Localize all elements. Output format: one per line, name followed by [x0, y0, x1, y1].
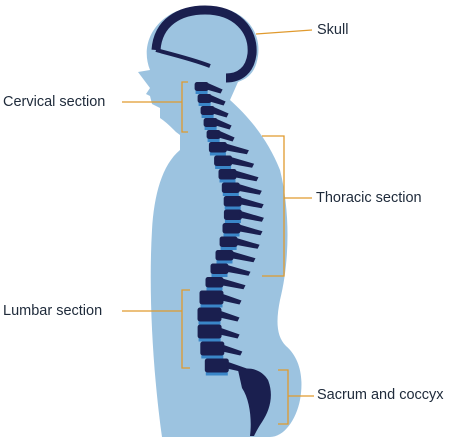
intervertebral-disc [195, 90, 208, 94]
body-silhouette [138, 5, 302, 437]
spinous-process [226, 264, 251, 276]
vertebra [214, 155, 233, 166]
vertebra [197, 94, 212, 103]
sacrum-bracket [278, 369, 289, 425]
spinous-process [230, 156, 255, 168]
vertebra [200, 341, 225, 356]
intervertebral-disc [209, 151, 226, 156]
thoracic-section-label: Thoracic section [316, 190, 422, 206]
intervertebral-disc [224, 205, 241, 210]
leader-lines [122, 29, 314, 425]
intervertebral-disc [201, 354, 224, 359]
vertebra [197, 307, 222, 322]
spinous-process [218, 130, 235, 142]
spinous-process [234, 170, 259, 182]
spinous-process [235, 237, 260, 249]
lumbar-bracket [181, 289, 190, 369]
skull-outline [151, 5, 257, 83]
spinal-column [194, 82, 242, 376]
spinous-process [215, 118, 232, 130]
spinous-process [224, 143, 249, 155]
vertebra [218, 169, 237, 180]
spinous-process [239, 197, 264, 209]
intervertebral-disc [222, 192, 239, 196]
spinous-process [219, 310, 240, 322]
vertebra [215, 250, 234, 261]
intervertebral-disc [198, 102, 211, 106]
vertebra [204, 358, 229, 373]
intervertebral-disc [219, 178, 236, 183]
intervertebral-disc [220, 246, 237, 250]
skull-base [155, 48, 211, 68]
vertebra [223, 196, 242, 207]
spinous-process [221, 278, 246, 290]
vertebra [206, 130, 221, 139]
thoracic-bracket [262, 135, 285, 277]
vertebra [221, 182, 240, 193]
spinous-process [238, 224, 263, 236]
intervertebral-disc [206, 286, 223, 291]
vertebra [219, 236, 238, 247]
intervertebral-disc [200, 303, 223, 308]
intervertebral-disc [207, 138, 220, 142]
vertebra [197, 324, 222, 339]
skull-label: Skull [317, 22, 349, 38]
vertebra [210, 263, 229, 274]
skull-leader [255, 29, 313, 35]
intervertebral-disc [201, 114, 214, 118]
vertebra [222, 223, 241, 234]
intervertebral-disc [205, 371, 228, 376]
lumbar-section-label: Lumbar section [3, 303, 103, 319]
spinous-process [231, 251, 256, 263]
intervertebral-disc [216, 259, 233, 264]
sacrum [238, 368, 271, 436]
spinous-process [222, 344, 243, 356]
spinous-processes [206, 82, 264, 373]
vertebra [199, 290, 224, 305]
intervertebral-disc [215, 165, 232, 169]
sacrum-and-coccyx-label: Sacrum and coccyx [317, 387, 444, 403]
vertebra [223, 209, 242, 220]
intervertebral-disc [224, 219, 241, 223]
vertebra [205, 277, 224, 288]
cervical-section-label: Cervical section [3, 94, 106, 110]
vertebra [194, 82, 209, 91]
spinous-process [221, 293, 242, 305]
intervertebral-disc [223, 232, 240, 237]
intervertebral-disc [204, 126, 217, 130]
vertebra [208, 142, 227, 153]
spinous-process [239, 210, 264, 222]
spinous-process [212, 106, 229, 118]
vertebra [200, 106, 215, 115]
spinous-process [209, 94, 226, 106]
spinous-process [219, 327, 240, 339]
vertebra [203, 118, 218, 127]
intervertebral-disc [211, 273, 228, 277]
spinous-process [206, 82, 223, 94]
cervical-bracket [181, 81, 188, 133]
intervertebral-disc [198, 320, 221, 325]
spinous-process [237, 183, 262, 195]
intervertebral-disc [198, 337, 221, 342]
